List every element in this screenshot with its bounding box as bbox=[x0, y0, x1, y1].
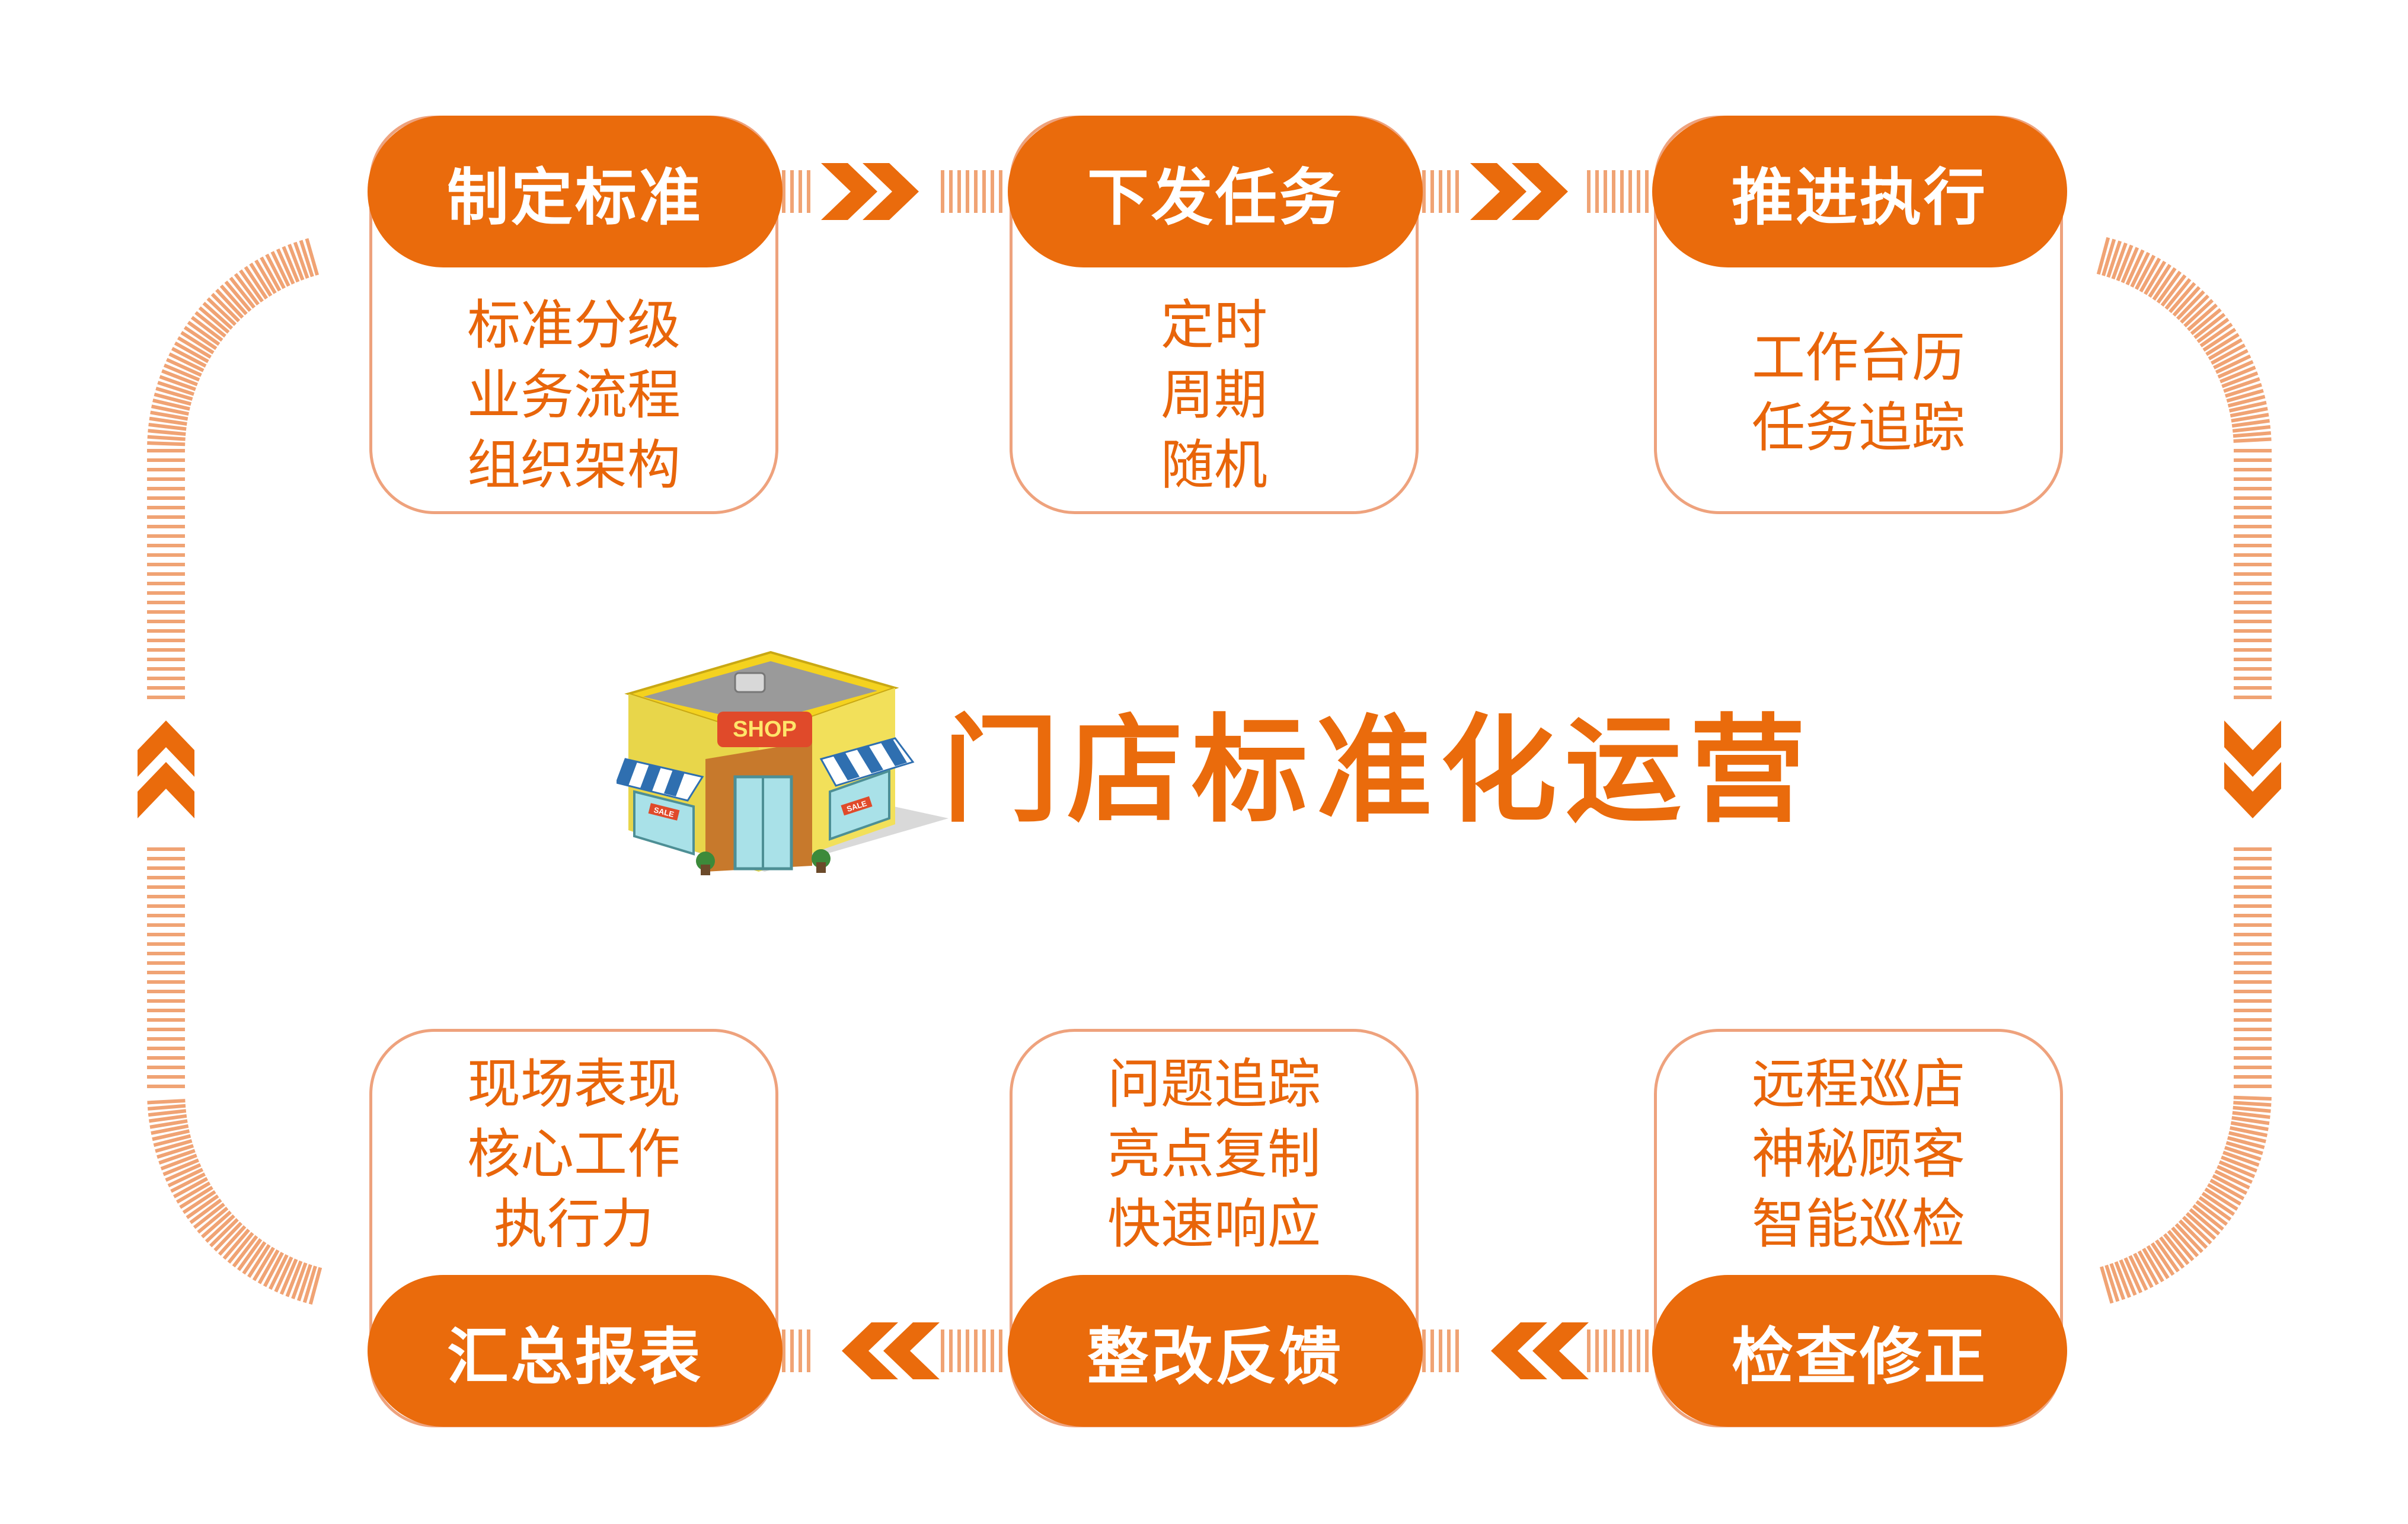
shop-sign-board bbox=[717, 712, 812, 747]
step-item: 标准分级 bbox=[467, 294, 681, 356]
awning-right bbox=[819, 737, 915, 787]
step-item: 神秘顾客 bbox=[1752, 1123, 1965, 1185]
step-connectors bbox=[782, 170, 1649, 1372]
step-items-feedback: 问题追踪 亮点复制 快速响应 bbox=[1010, 1050, 1419, 1260]
center-title: 门店标准化运营 bbox=[943, 703, 1815, 838]
step-item: 执行力 bbox=[494, 1193, 654, 1255]
step-item: 亮点复制 bbox=[1107, 1123, 1321, 1185]
step-item: 快速响应 bbox=[1107, 1193, 1321, 1255]
step-item: 定时 bbox=[1161, 294, 1267, 356]
step-title-feedback[interactable]: 整改反馈 bbox=[1008, 1275, 1423, 1427]
step-item: 智能巡检 bbox=[1752, 1193, 1965, 1255]
step-item: 远程巡店 bbox=[1752, 1053, 1965, 1115]
step-item: 组织架构 bbox=[467, 434, 681, 496]
roof-unit bbox=[734, 672, 766, 693]
step-items-dispatch-tasks: 定时 周期 随机 bbox=[1010, 291, 1419, 500]
step-title-dispatch-tasks[interactable]: 下发任务 bbox=[1008, 116, 1423, 267]
step-title-set-standards[interactable]: 制定标准 bbox=[368, 116, 783, 267]
step-title-execute[interactable]: 推进执行 bbox=[1652, 116, 2067, 267]
step-item: 随机 bbox=[1161, 434, 1267, 496]
step-items-report: 现场表现 核心工作 执行力 bbox=[369, 1050, 778, 1260]
step-item: 现场表现 bbox=[467, 1053, 681, 1115]
step-title-inspect[interactable]: 检查修正 bbox=[1652, 1275, 2067, 1427]
step-items-execute: 工作台历 任务追踪 bbox=[1654, 323, 2063, 463]
sale-tag-right bbox=[841, 796, 873, 816]
step-items-set-standards: 标准分级 业务流程 组织架构 bbox=[369, 291, 778, 500]
step-items-inspect: 远程巡店 神秘顾客 智能巡检 bbox=[1654, 1050, 2063, 1260]
step-item: 核心工作 bbox=[467, 1123, 681, 1185]
sale-tag-left bbox=[648, 803, 680, 821]
step-item: 任务追踪 bbox=[1752, 397, 1965, 459]
shop-sign-text: SHOP bbox=[733, 717, 797, 742]
step-item: 业务流程 bbox=[467, 364, 681, 426]
step-title-report[interactable]: 汇总报表 bbox=[368, 1275, 783, 1427]
shop-window-left bbox=[633, 790, 695, 856]
awning-left bbox=[617, 758, 704, 802]
shop-icon: SHOP SALE SALE bbox=[617, 651, 948, 875]
step-item: 工作台历 bbox=[1752, 327, 1965, 389]
step-item: 问题追踪 bbox=[1107, 1053, 1321, 1115]
step-item: 周期 bbox=[1161, 364, 1267, 426]
direction-chevrons bbox=[138, 163, 2281, 1379]
loop-ring-stripes bbox=[147, 237, 2272, 1305]
